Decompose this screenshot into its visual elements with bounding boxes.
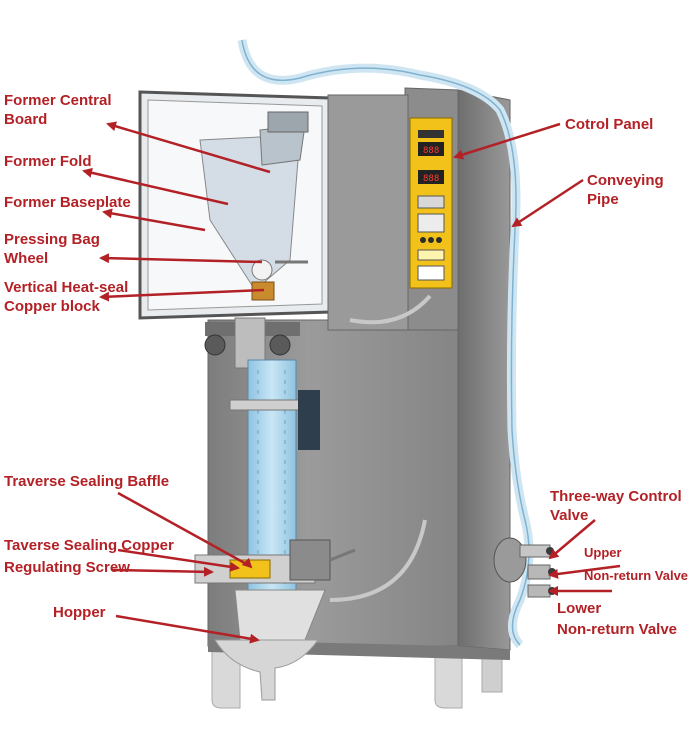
arrow-former-central-board bbox=[106, 121, 271, 174]
svg-text:888: 888 bbox=[423, 174, 439, 184]
arrow-traverse-copper-b bbox=[111, 566, 214, 577]
arrow-former-fold bbox=[82, 167, 229, 206]
label-hopper: Hopper bbox=[53, 604, 106, 621]
label-vertical-heat-seal: Vertical Heat-seal Copper block bbox=[4, 279, 129, 315]
label-conveying-pipe: Conveying Pipe bbox=[587, 172, 664, 208]
arrow-former-baseplate bbox=[102, 208, 206, 232]
valve-assembly bbox=[493, 537, 556, 598]
arrow-traverse-copper-a bbox=[117, 548, 240, 572]
label-upper-nonreturn-valve: Upper Non-return Valve bbox=[584, 545, 689, 583]
label-control-panel: Cotrol Panel bbox=[565, 116, 654, 133]
arrow-upper-valve bbox=[548, 564, 621, 579]
callout-arrows bbox=[82, 121, 621, 644]
label-former-baseplate: Former Baseplate bbox=[4, 194, 131, 211]
pressing-bag-wheel bbox=[251, 259, 273, 281]
label-three-way-valve: Three-way Control Valve bbox=[550, 488, 682, 524]
label-pressing-bag-wheel: Pressing Bag Wheel bbox=[4, 231, 100, 267]
label-lower-nonreturn-valve: Lower Non-return Valve bbox=[557, 600, 678, 638]
arrow-vertical-heat-seal bbox=[99, 288, 265, 302]
control-panel: 888 888 bbox=[409, 117, 453, 289]
arrow-three-way-valve bbox=[548, 519, 596, 560]
label-traverse-sealing-baffle: Traverse Sealing Baffle bbox=[4, 473, 170, 490]
label-traverse-sealing-copper: Taverse Sealing Copper Regulating Screw bbox=[4, 537, 174, 576]
machine: 888 888 bbox=[138, 39, 556, 709]
arrow-pressing-bag-wheel bbox=[99, 253, 263, 264]
arrow-traverse-sealing-baffle-head bbox=[241, 557, 253, 569]
arrow-traverse-sealing-baffle bbox=[117, 491, 251, 568]
arrow-control-panel bbox=[453, 122, 561, 160]
arrow-hopper bbox=[115, 614, 260, 644]
label-former-central-board: Former Central Board bbox=[4, 92, 112, 128]
arrow-conveying-pipe bbox=[511, 178, 584, 228]
svg-text:888: 888 bbox=[423, 146, 439, 156]
label-former-fold: Former Fold bbox=[4, 153, 92, 170]
former-box bbox=[138, 90, 332, 320]
